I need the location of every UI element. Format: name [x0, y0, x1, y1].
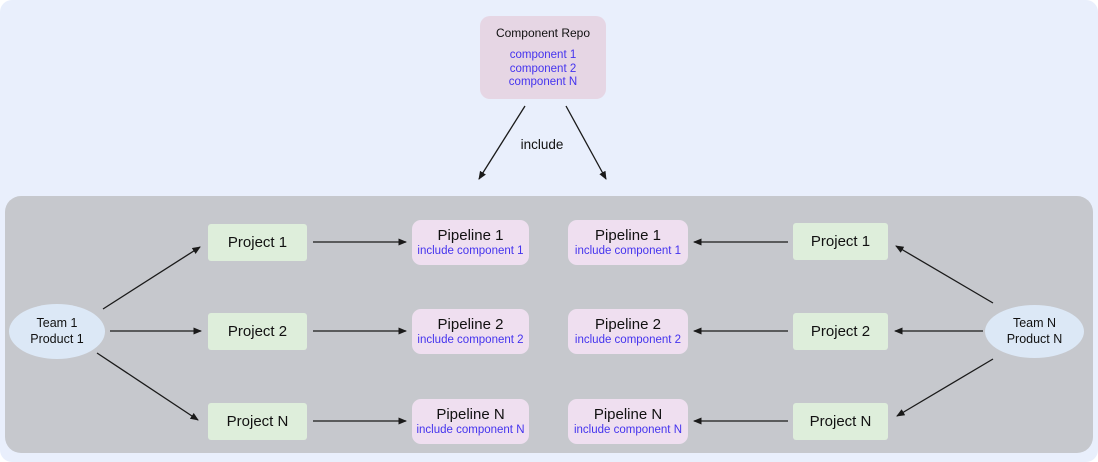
right-pipeline1-node: Pipeline 1 include component 1: [568, 220, 688, 265]
component-repo-node: Component Repo component 1 component 2 c…: [480, 16, 606, 99]
team-label-line2: Product N: [1006, 331, 1063, 346]
right-project1-node: Project 1: [793, 223, 888, 260]
pipeline-title: Pipeline 2: [437, 316, 504, 333]
right-projectN-node: Project N: [793, 403, 888, 440]
include-label: include: [520, 137, 564, 152]
pipeline-include-note: include component 2: [574, 334, 682, 346]
right-pipelineN-node: Pipeline N include component N: [568, 399, 688, 444]
pipeline-title: Pipeline N: [436, 406, 505, 423]
project-label: Project 1: [227, 234, 288, 251]
teamN-productN-ellipse: Team N Product N: [985, 305, 1084, 358]
project-label: Project N: [226, 413, 289, 430]
team-label-line2: Product 1: [30, 331, 84, 346]
component-item: component 1: [509, 49, 577, 61]
pipeline-include-note: include component 1: [417, 245, 524, 257]
pipeline-title: Pipeline 1: [595, 227, 661, 244]
pipeline-include-note: include component N: [573, 424, 683, 436]
pipeline-title: Pipeline 1: [437, 227, 504, 244]
team-label-line1: Team N: [1012, 316, 1057, 330]
pipeline-include-note: include component 1: [574, 245, 682, 257]
component-repo-list: component 1 component 2 component N: [509, 49, 577, 90]
teams-panel-background: [5, 196, 1093, 453]
project-label: Project 2: [810, 323, 871, 340]
left-project2-node: Project 2: [208, 313, 307, 350]
left-pipeline2-node: Pipeline 2 include component 2: [412, 309, 529, 354]
project-label: Project 2: [227, 323, 288, 340]
component-item: component N: [508, 76, 578, 88]
left-projectN-node: Project N: [208, 403, 307, 440]
team-label-line1: Team 1: [36, 316, 78, 330]
pipeline-title: Pipeline 2: [595, 316, 661, 333]
pipeline-title: Pipeline N: [593, 406, 663, 423]
pipeline-include-note: include component N: [416, 424, 525, 436]
team1-product1-ellipse: Team 1 Product 1: [9, 304, 105, 359]
component-repo-title: Component Repo: [495, 26, 591, 40]
left-pipeline1-node: Pipeline 1 include component 1: [412, 220, 529, 265]
component-item: component 2: [509, 62, 577, 75]
pipeline-include-note: include component 2: [417, 334, 524, 346]
project-label: Project N: [809, 413, 872, 430]
right-project2-node: Project 2: [793, 313, 888, 350]
left-project1-node: Project 1: [208, 224, 307, 261]
left-pipelineN-node: Pipeline N include component N: [412, 399, 529, 444]
project-label: Project 1: [810, 233, 871, 250]
right-pipeline2-node: Pipeline 2 include component 2: [568, 309, 688, 354]
